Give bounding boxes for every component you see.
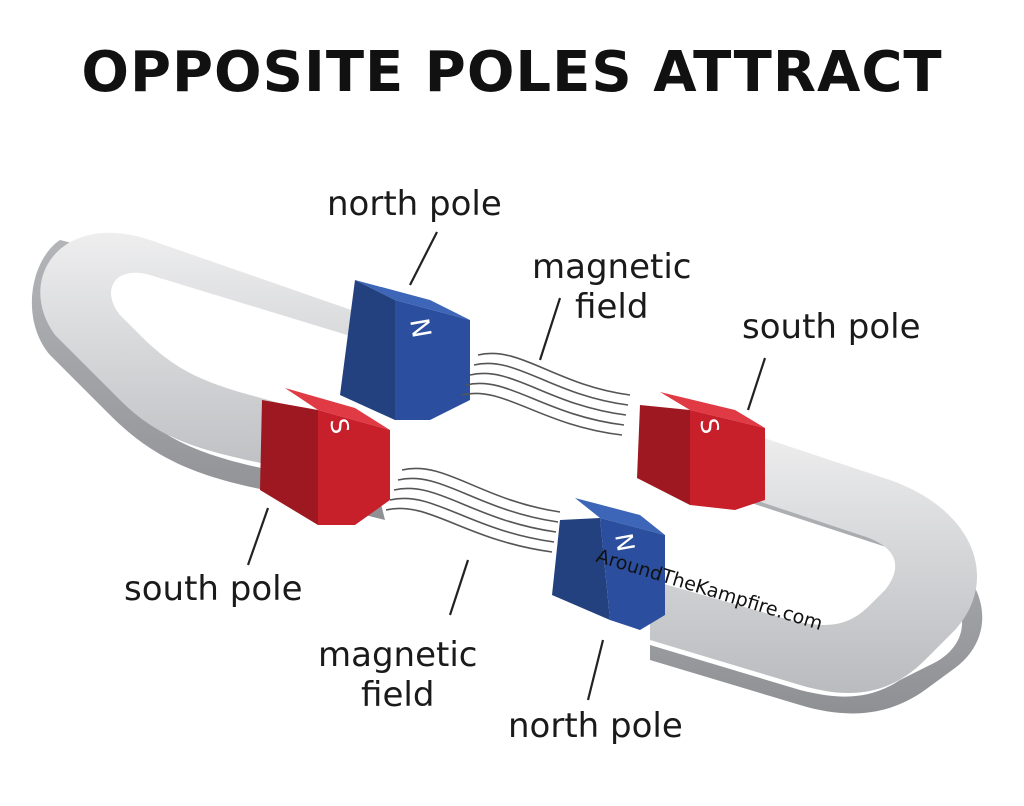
label-magnetic-field-top-line1: magnetic <box>532 247 692 287</box>
south-pole-block-right: S <box>637 392 765 510</box>
leader-lines <box>246 231 767 701</box>
north-pole-block-top: N <box>340 280 470 420</box>
south-pole-letter-left: S <box>324 416 354 436</box>
north-pole-block-bottom: N <box>552 498 665 630</box>
label-magnetic-field-bottom-line2: field <box>361 675 435 715</box>
south-pole-block-left: S <box>260 388 390 525</box>
label-north-pole-bottom: north pole <box>508 706 683 746</box>
south-pole-letter-right: S <box>694 416 724 436</box>
magnetic-field-lines-top <box>461 352 631 436</box>
right-horseshoe-magnet <box>650 430 983 714</box>
leader-magnetic-field-bottom <box>448 559 470 616</box>
north-pole-letter-bottom: N <box>609 531 640 554</box>
magnetic-field-lines-bottom <box>385 467 561 553</box>
leader-north-pole-top <box>409 231 438 286</box>
label-magnetic-field-bottom: magnetic field <box>318 635 477 715</box>
label-magnetic-field-bottom-line1: magnetic <box>318 635 478 675</box>
leader-south-pole-left <box>246 507 270 566</box>
leader-north-pole-bottom <box>586 639 605 701</box>
label-south-pole-left: south pole <box>124 569 303 609</box>
label-south-pole-right: south pole <box>742 307 921 347</box>
page-title: OPPOSITE POLES ATTRACT <box>81 40 943 105</box>
label-magnetic-field-top-line2: field <box>575 287 649 327</box>
leader-magnetic-field-top <box>538 297 562 361</box>
label-magnetic-field-top: magnetic field <box>532 247 691 327</box>
label-north-pole-top: north pole <box>327 184 502 224</box>
leader-south-pole-right <box>746 357 767 411</box>
